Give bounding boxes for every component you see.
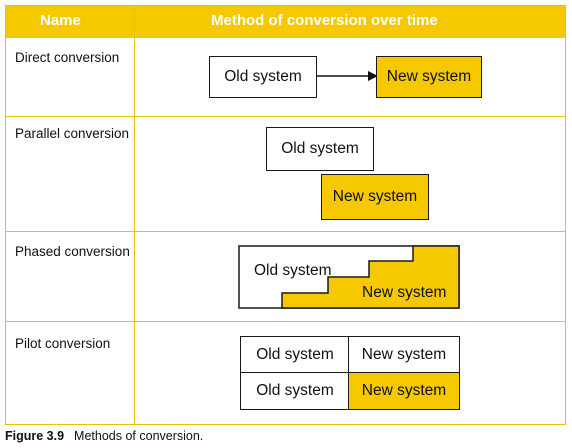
- phased-conversion-diagram: Old system New system: [238, 245, 460, 309]
- figure-label: Figure 3.9: [5, 429, 65, 443]
- conversion-methods-table: Name Method of conversion over time Dire…: [5, 5, 566, 425]
- phased-old-system: Old system: [254, 262, 332, 279]
- row-divider: [6, 321, 565, 322]
- row-name-parallel: Parallel conversion: [15, 126, 130, 141]
- phased-new-system: New system: [362, 284, 446, 301]
- parallel-old-system: Old system: [266, 127, 374, 171]
- row-divider: [6, 116, 565, 117]
- arrow-right-icon: [316, 71, 378, 81]
- pilot-new-system-2: New system: [348, 372, 460, 410]
- parallel-new-system: New system: [321, 174, 429, 220]
- table-header: Name Method of conversion over time: [6, 6, 565, 38]
- figure-caption: Figure 3.9 Methods of conversion.: [5, 429, 203, 443]
- row-name-direct: Direct conversion: [15, 50, 120, 65]
- header-method: Method of conversion over time: [211, 12, 438, 29]
- direct-old-system: Old system: [209, 56, 317, 98]
- row-name-pilot: Pilot conversion: [15, 336, 111, 351]
- header-name: Name: [40, 12, 81, 29]
- pilot-new-system-1: New system: [348, 336, 460, 374]
- pilot-old-system-2: Old system: [240, 372, 350, 410]
- direct-new-system: New system: [376, 56, 482, 98]
- figure-caption-text: Methods of conversion.: [74, 429, 204, 443]
- pilot-old-system-1: Old system: [240, 336, 350, 374]
- row-name-phased: Phased conversion: [15, 244, 130, 259]
- row-divider: [6, 231, 565, 232]
- column-divider: [134, 6, 135, 424]
